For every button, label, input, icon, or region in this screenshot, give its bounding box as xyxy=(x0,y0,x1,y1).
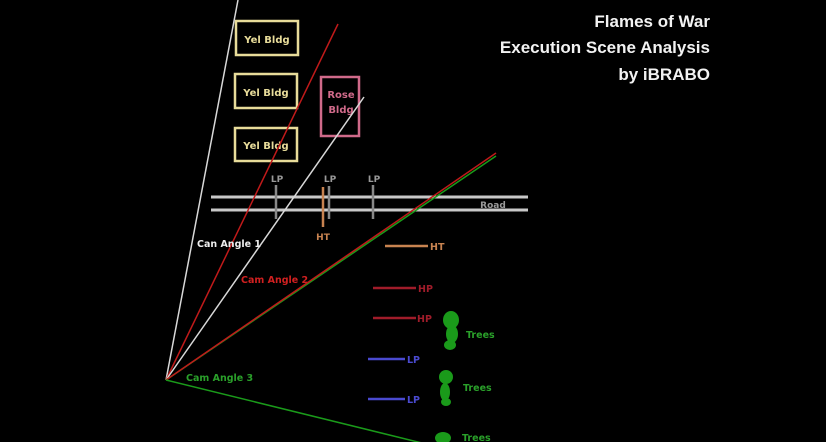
lp-post-label: LP xyxy=(368,175,381,185)
yellow-building-1: Yel Bldg xyxy=(234,19,300,57)
lp-post-label: LP xyxy=(324,175,337,185)
legend-label: LP xyxy=(407,355,420,366)
tree-icon xyxy=(443,311,459,350)
cam-angle-3-label: Cam Angle 3 xyxy=(186,373,253,384)
cam-angle-2-label: Cam Angle 2 xyxy=(241,275,308,286)
lp-post-label: LP xyxy=(271,175,284,185)
camera-angle-lines xyxy=(165,0,497,442)
trees-label: Trees xyxy=(466,330,495,341)
legend-label: LP xyxy=(407,395,420,406)
trees-label: Trees xyxy=(462,433,491,442)
yellow-building-3: Yel Bldg xyxy=(233,126,299,163)
rose-building-label-2: Bldg xyxy=(328,105,353,116)
title-line-1: Flames of War xyxy=(594,12,710,31)
legend-label: HT xyxy=(430,242,445,253)
cam-angle-2-left-line xyxy=(165,23,339,381)
building-label: Yel Bldg xyxy=(243,35,289,46)
yellow-building-2: Yel Bldg xyxy=(233,72,299,110)
cam-angle-1-right-line xyxy=(165,96,365,381)
road-posts: LP LP LP HT xyxy=(271,175,381,243)
title-line-2: Execution Scene Analysis xyxy=(499,38,710,57)
legend-lp-2: LP xyxy=(368,395,420,406)
legend-hp-2: HP xyxy=(373,314,432,325)
cam-angle-2-right-line xyxy=(165,152,497,381)
trees-label: Trees xyxy=(463,383,492,394)
tree-icon xyxy=(435,432,451,442)
cam-angle-3-right-line xyxy=(165,379,421,442)
cam-angle-1-left-line xyxy=(165,0,239,381)
road-label: Road xyxy=(480,201,506,211)
tree-icon xyxy=(439,370,453,406)
legend-label: HP xyxy=(417,314,432,325)
legend-hp-1: HP xyxy=(373,284,433,295)
title-line-3: by iBRABO xyxy=(618,65,710,84)
cam-angle-1-label: Can Angle 1 xyxy=(197,239,261,250)
road: Road xyxy=(211,195,528,212)
legend-lp-1: LP xyxy=(368,355,420,366)
legend-ht: HT xyxy=(385,242,445,253)
rose-building: Rose Bldg xyxy=(319,75,361,138)
building-label: Yel Bldg xyxy=(242,141,288,152)
legend-label: HP xyxy=(418,284,433,295)
ht-post-label: HT xyxy=(316,233,331,243)
rose-building-label-1: Rose xyxy=(327,90,355,101)
building-label: Yel Bldg xyxy=(242,88,288,99)
